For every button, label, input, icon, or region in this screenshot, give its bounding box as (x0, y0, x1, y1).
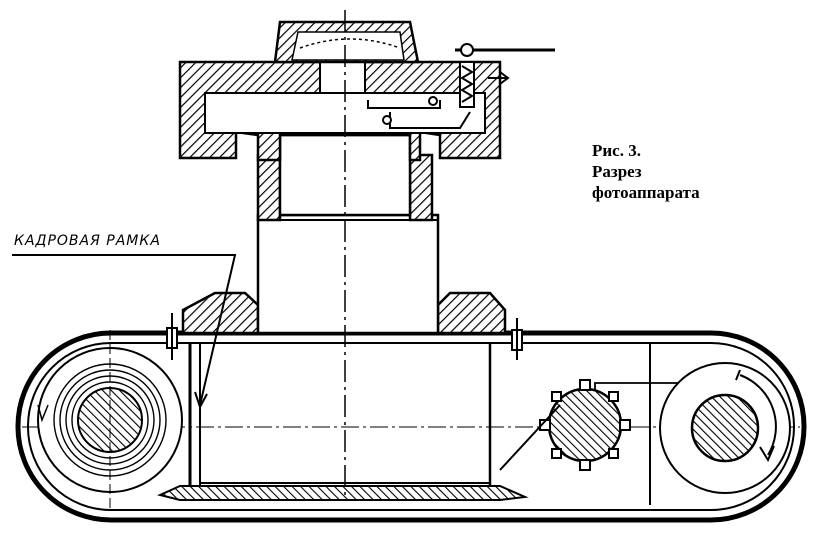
pressure-plate (156, 485, 529, 501)
caption-title-line1: Разрез (592, 162, 642, 181)
frame-label: КАДРОВАЯ РАМКА (14, 233, 161, 249)
caption-figure-number: Рис. 3. (592, 141, 641, 160)
film-chamber-walls (188, 343, 651, 505)
lens-barrel (256, 133, 440, 335)
body-screws (166, 313, 523, 360)
figure-caption: Рис. 3. Разрез фотоаппарата (592, 140, 700, 203)
feed-spool (37, 330, 183, 510)
shutter-dial (273, 20, 420, 64)
shutter-release-lever (367, 43, 555, 129)
caption-title-line2: фотоаппарата (592, 183, 700, 202)
sprocket-drum (499, 379, 740, 471)
frame-label-leader (12, 254, 237, 406)
take-up-spool (659, 362, 791, 494)
